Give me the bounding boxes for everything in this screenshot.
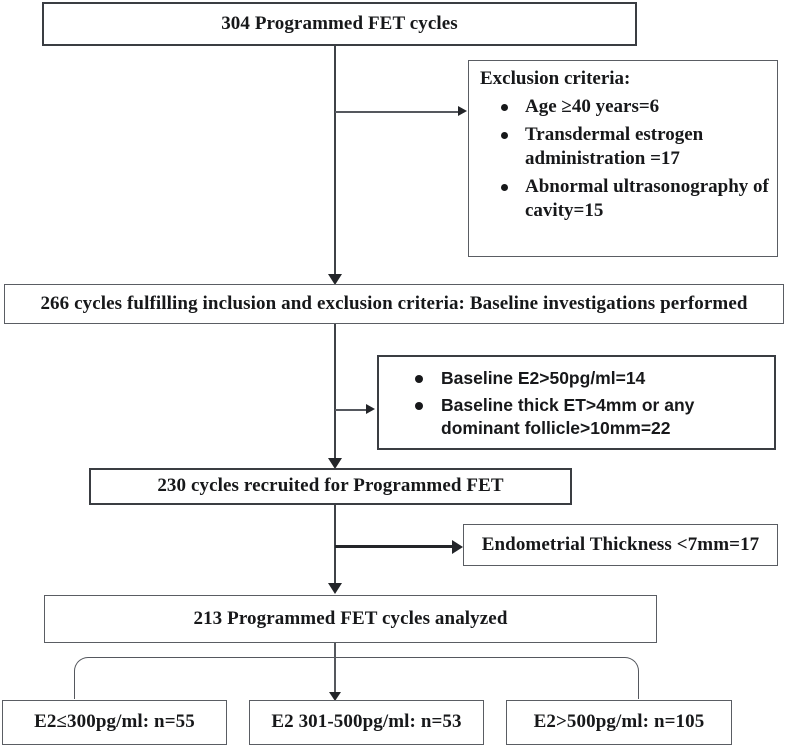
arrowhead-to-exclusion-box (458, 106, 467, 116)
node-outcome-group-low: E2≤300pg/ml: n=55 (2, 700, 227, 745)
node-outcome-group-mid: E2 301-500pg/ml: n=53 (249, 700, 484, 745)
exclusion-criteria-box: Exclusion criteria: Age ≥40 years=6 Tran… (468, 60, 778, 257)
exclusion-item-ultrasonography: Abnormal ultrasonography of cavity=15 (501, 175, 769, 221)
connector-branch-endometrial (335, 545, 457, 548)
exclusion-item-transdermal: Transdermal estrogen administration =17 (501, 123, 769, 171)
baseline-item-et: Baseline thick ET>4mm or any dominant fo… (415, 394, 766, 440)
exclusion-item-age: Age ≥40 years=6 (501, 95, 769, 119)
arrowhead-to-recruited (328, 458, 342, 469)
node-outcome-group-high-label: E2>500pg/ml: n=105 (533, 711, 705, 733)
baseline-item-e2: Baseline E2>50pg/ml=14 (415, 367, 766, 390)
exclusion-criteria-heading: Exclusion criteria: (480, 68, 631, 89)
connector-trunk-1 (334, 46, 336, 279)
node-outcome-group-low-label: E2≤300pg/ml: n=55 (34, 711, 195, 733)
node-endometrial-exclusion: Endometrial Thickness <7mm=17 (463, 524, 778, 566)
connector-split-center (334, 643, 336, 698)
arrowhead-to-baseline-box (366, 404, 375, 414)
node-outcome-group-mid-label: E2 301-500pg/ml: n=53 (271, 711, 462, 733)
exclusion-criteria-list: Age ≥40 years=6 Transdermal estrogen adm… (469, 95, 777, 223)
node-eligible-cycles: 266 cycles fulfilling inclusion and excl… (4, 284, 784, 324)
arrowhead-to-eligible (328, 274, 342, 285)
arrowhead-to-group-middle (329, 692, 341, 701)
connector-split-left (74, 657, 336, 699)
node-recruited-cycles-label: 230 cycles recruited for Programmed FET (157, 475, 504, 497)
node-analyzed-cycles: 213 Programmed FET cycles analyzed (44, 595, 657, 643)
connector-branch-exclusion (335, 111, 461, 113)
node-outcome-group-high: E2>500pg/ml: n=105 (506, 700, 732, 745)
connector-trunk-2 (334, 324, 336, 464)
node-total-cycles-label: 304 Programmed FET cycles (221, 12, 458, 34)
node-eligible-cycles-label: 266 cycles fulfilling inclusion and excl… (40, 292, 748, 314)
node-analyzed-cycles-label: 213 Programmed FET cycles analyzed (193, 607, 508, 629)
node-recruited-cycles: 230 cycles recruited for Programmed FET (89, 468, 572, 505)
connector-branch-baseline (335, 409, 369, 411)
arrowhead-to-analyzed (328, 583, 342, 594)
connector-split-right (334, 657, 639, 699)
baseline-exclusion-box: Baseline E2>50pg/ml=14 Baseline thick ET… (377, 355, 776, 450)
node-endometrial-exclusion-label: Endometrial Thickness <7mm=17 (481, 533, 760, 555)
arrowhead-to-endometrial-box (452, 540, 463, 554)
baseline-exclusion-list: Baseline E2>50pg/ml=14 Baseline thick ET… (379, 367, 774, 439)
node-total-cycles: 304 Programmed FET cycles (42, 2, 637, 46)
